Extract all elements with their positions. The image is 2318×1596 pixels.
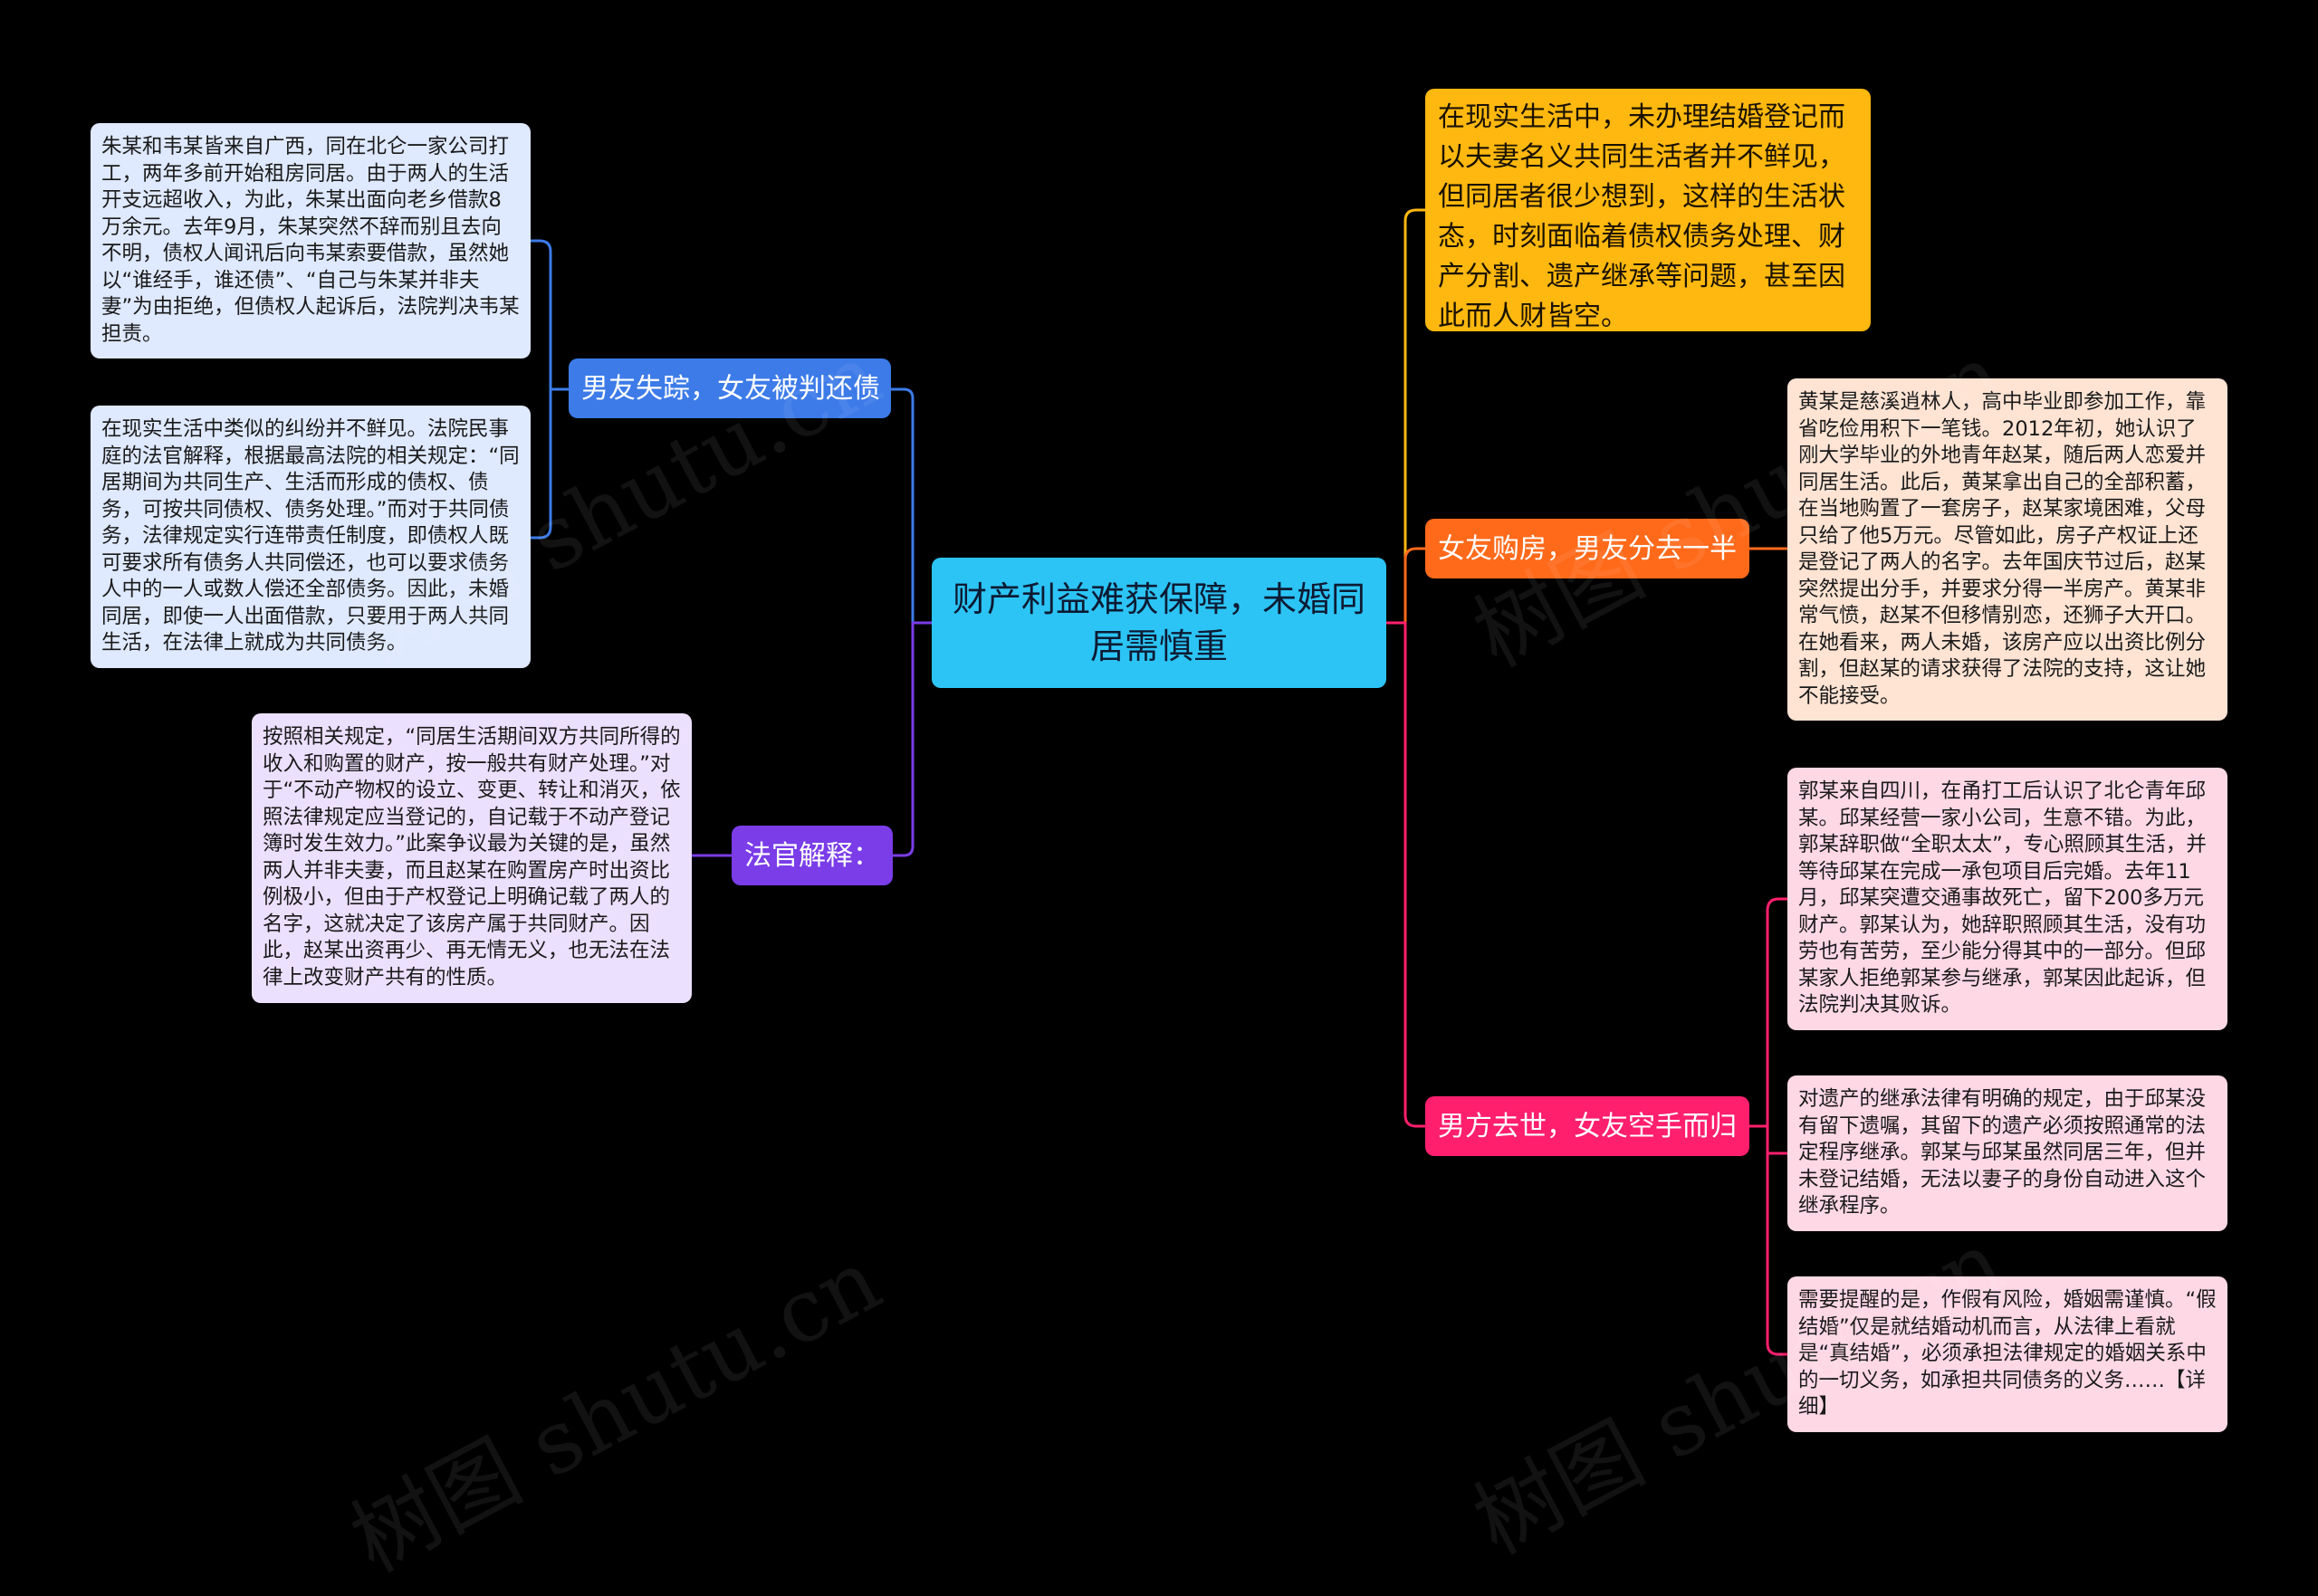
connector-lines: [531, 208, 1787, 1356]
leaf-text: 按照相关规定，“同居生活期间双方共同所得的收入和购置的财产，按一般共有财产处理。…: [263, 725, 681, 989]
branch-label: 男友失踪，女友被判还债: [581, 373, 880, 405]
connector-pink-leafC: [1749, 1124, 1787, 1356]
connector-pink-leafA: [1749, 897, 1787, 1128]
branch-label: 在现实生活中，未办理结婚登记而以夫妻名义共同生活者并不鲜见，但同居者很少想到，这…: [1438, 101, 1845, 332]
leaf-text: 黄某是慈溪逍林人，高中毕业即参加工作，靠省吃俭用积下一笔钱。2012年初，她认识…: [1798, 390, 2207, 708]
leaf-text: 需要提醒的是，作假有风险，婚姻需谨慎。“假结婚”仅是就结婚动机而言，从法律上看就…: [1798, 1288, 2217, 1419]
branch-label: 男方去世，女友空手而归: [1438, 1111, 1737, 1142]
connector-center-pink: [1386, 621, 1425, 1128]
central-topic[interactable]: 财产利益难获保障，未婚同居需慎重: [932, 558, 1386, 688]
connector-center-orange: [1386, 547, 1425, 625]
central-topic-label: 财产利益难获保障，未婚同居需慎重: [952, 579, 1365, 666]
leaf-text: 郭某来自四川，在甬打工后认识了北仑青年邱某。邱某经营一家小公司，生意不错。为此，…: [1798, 779, 2207, 1017]
connector-left1-leafA: [531, 239, 569, 391]
connector-center-left2: [893, 621, 932, 857]
leaf-warning-note[interactable]: 需要提醒的是，作假有风险，婚姻需谨慎。“假结婚”仅是就结婚动机而言，从法律上看就…: [1787, 1276, 2227, 1432]
branch-girlfriend-buys-house[interactable]: 女友购房，男友分去一半: [1425, 519, 1749, 578]
branch-boyfriend-missing[interactable]: 男友失踪，女友被判还债: [569, 358, 891, 418]
leaf-guo-qiu-case[interactable]: 郭某来自四川，在甬打工后认识了北仑青年邱某。邱某经营一家小公司，生意不错。为此，…: [1787, 768, 2227, 1030]
leaf-text: 朱某和韦某皆来自广西，同在北仑一家公司打工，两年多前开始租房同居。由于两人的生活…: [101, 135, 520, 346]
leaf-joint-debt-rule[interactable]: 在现实生活中类似的纠纷并不鲜见。法院民事庭的法官解释，根据最高法院的相关规定：“…: [91, 406, 531, 668]
connector-center-left1: [891, 387, 932, 625]
branch-intro[interactable]: 在现实生活中，未办理结婚登记而以夫妻名义共同生活者并不鲜见，但同居者很少想到，这…: [1425, 89, 1871, 332]
leaf-text: 在现实生活中类似的纠纷并不鲜见。法院民事庭的法官解释，根据最高法院的相关规定：“…: [101, 417, 520, 655]
branch-label: 女友购房，男友分去一半: [1438, 533, 1737, 565]
leaf-inheritance-rule[interactable]: 对遗产的继承法律有明确的规定，由于邱某没有留下遗嘱，其留下的遗产必须按照通常的法…: [1787, 1075, 2227, 1231]
leaf-joint-property-rule[interactable]: 按照相关规定，“同居生活期间双方共同所得的收入和购置的财产，按一般共有财产处理。…: [252, 713, 692, 1003]
branch-man-dies[interactable]: 男方去世，女友空手而归: [1425, 1096, 1749, 1156]
connector-left1-leafB: [531, 387, 569, 540]
leaf-huang-zhao-case[interactable]: 黄某是慈溪逍林人，高中毕业即参加工作，靠省吃俭用积下一笔钱。2012年初，她认识…: [1787, 378, 2227, 721]
branch-label: 法官解释：: [744, 840, 880, 872]
leaf-text: 对遗产的继承法律有明确的规定，由于邱某没有留下遗嘱，其留下的遗产必须按照通常的法…: [1798, 1087, 2207, 1218]
branch-judge-explanation[interactable]: 法官解释：: [732, 826, 893, 885]
leaf-zhu-wei-case[interactable]: 朱某和韦某皆来自广西，同在北仑一家公司打工，两年多前开始租房同居。由于两人的生活…: [91, 123, 531, 358]
connector-center-yellow: [1386, 208, 1425, 625]
